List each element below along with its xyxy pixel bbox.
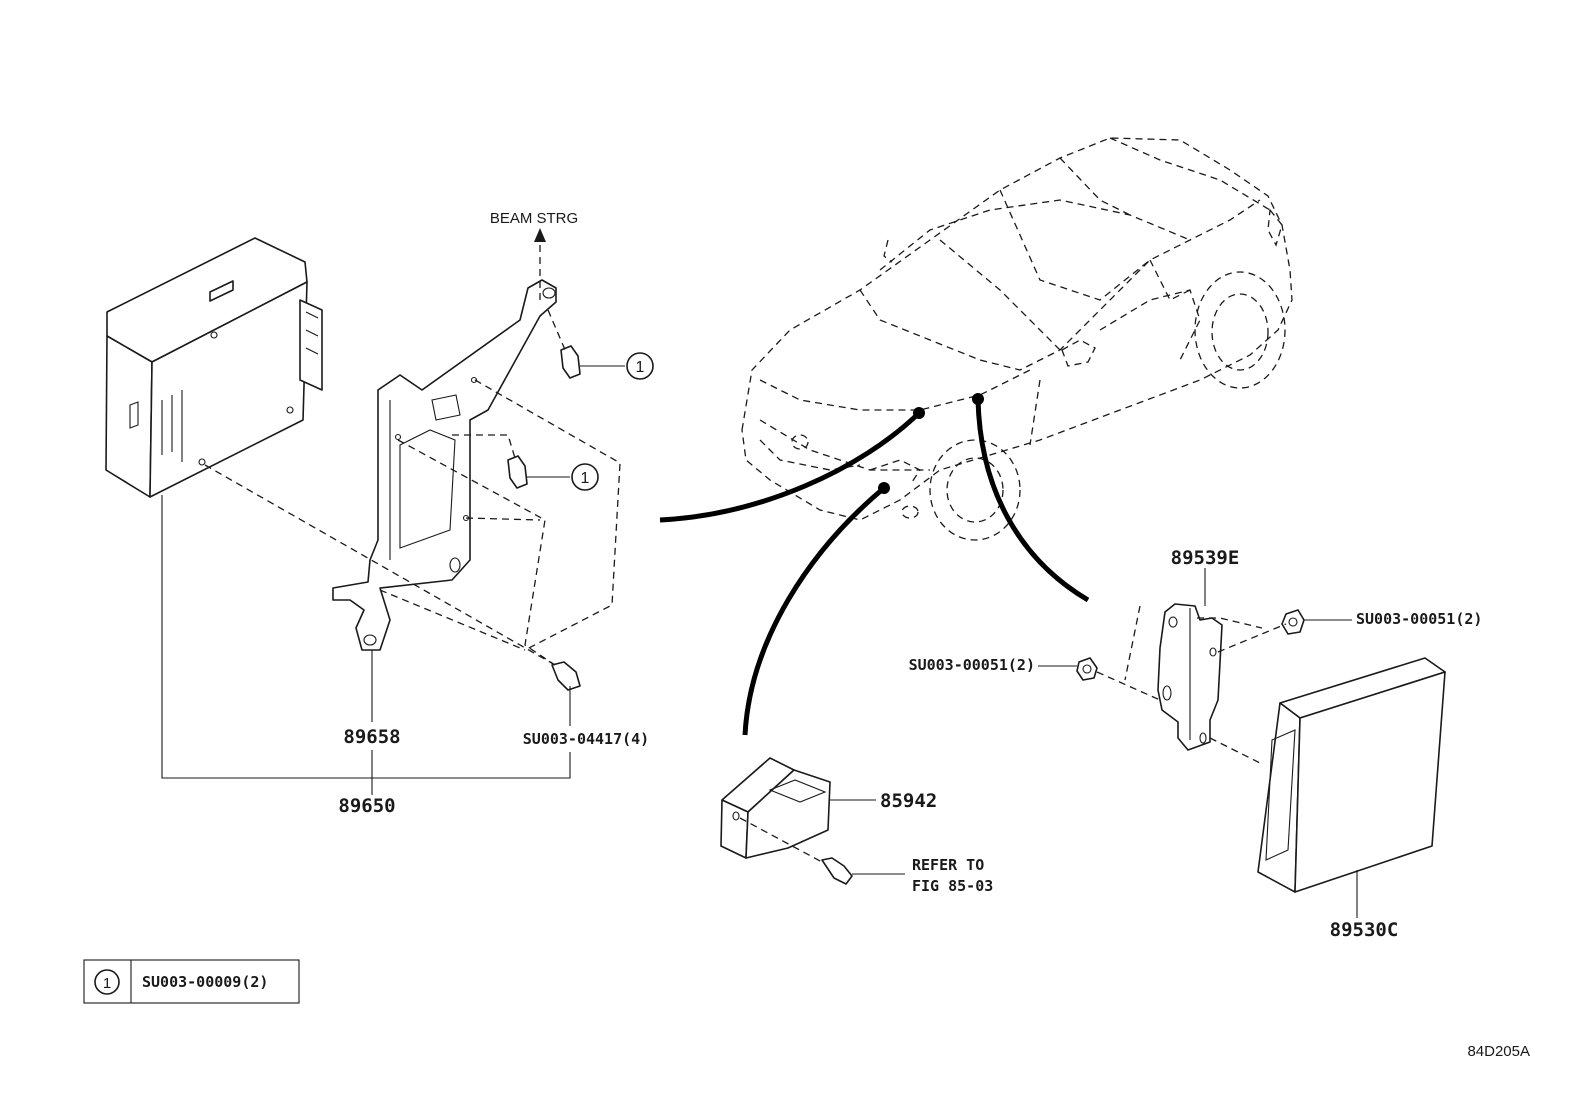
- label-85942: 85942: [880, 790, 937, 812]
- leader-curve-bottom: [742, 486, 886, 736]
- label-89650: 89650: [338, 795, 395, 817]
- label-89658: 89658: [343, 726, 400, 748]
- leader-89650: [161, 495, 571, 779]
- bolt-upper: [560, 345, 625, 379]
- bolt-middle: [507, 455, 570, 489]
- callout-1-middle: 1: [571, 463, 599, 491]
- nut-left: [1076, 657, 1098, 681]
- beam-arrow-icon: [534, 228, 546, 242]
- leader-curve-left: [659, 411, 921, 523]
- leader-curve-right: [975, 398, 1090, 603]
- label-beam-strg: BEAM STRG: [490, 210, 578, 227]
- label-89539e: 89539E: [1171, 547, 1240, 569]
- legend-symbol: 1: [103, 975, 111, 992]
- bolt-lower: [551, 661, 581, 691]
- legend-box: 1 SU003-00009(2): [83, 959, 300, 1004]
- bolt-sensor: [821, 857, 853, 885]
- label-refer-to: REFER TO: [912, 856, 984, 874]
- control-module-89650: [105, 237, 323, 498]
- label-89530c: 89530C: [1330, 919, 1399, 941]
- module-89530c: [1257, 657, 1446, 893]
- bracket-89539e: [1157, 603, 1223, 751]
- label-su003-00051-left: SU003-00051(2): [909, 656, 1035, 674]
- nut-right: [1281, 609, 1305, 635]
- callout-1-middle-text: 1: [581, 470, 590, 487]
- label-fig-85-03: FIG 85-03: [912, 877, 993, 895]
- diagram-code: 84D205A: [1467, 1043, 1530, 1060]
- sensor-85942: [720, 757, 831, 859]
- label-su003-04417: SU003-04417(4): [523, 730, 649, 748]
- callout-1-upper-text: 1: [636, 359, 645, 376]
- callout-1-upper: 1: [626, 352, 654, 380]
- label-su003-00051-right: SU003-00051(2): [1356, 610, 1482, 628]
- legend-part-number: SU003-00009(2): [142, 973, 268, 991]
- vehicle-outline: [741, 137, 1293, 541]
